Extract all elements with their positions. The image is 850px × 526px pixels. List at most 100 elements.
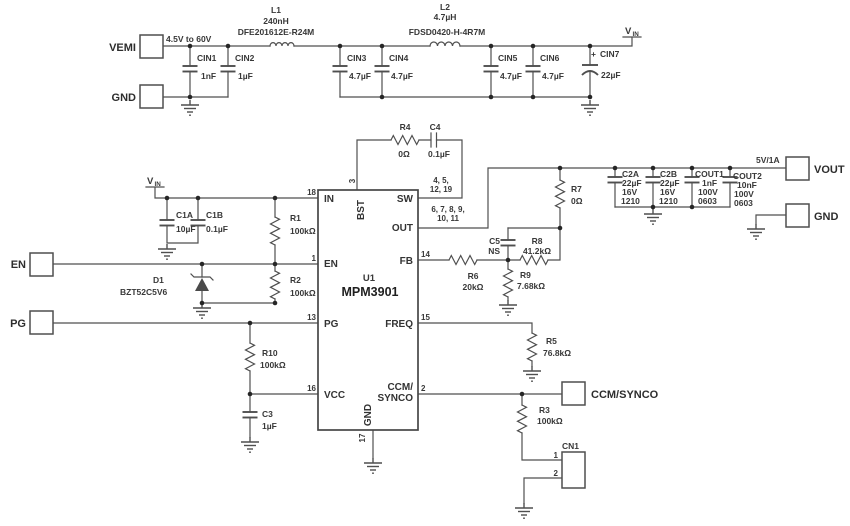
resistor-r7 [554, 179, 566, 209]
label-r6-value: 20kΩ [463, 282, 484, 292]
resistor-r2 [269, 270, 281, 300]
label-r5-ref: R5 [546, 336, 557, 346]
vin-top-label: V [625, 26, 632, 37]
label-c1b-ref: C1B [206, 210, 223, 220]
ic-pin-name-ccm2: SYNCO [377, 393, 413, 404]
terminal-gnd-in-label: GND [112, 92, 137, 104]
label-cin6-value: 4.7µF [542, 71, 564, 81]
label-c1a-value: 10µF [176, 224, 196, 234]
label-r3-ref: R3 [539, 405, 550, 415]
label-cin7-ref: CIN7 [600, 49, 620, 59]
label-cout2-value: 10nF [737, 180, 757, 190]
ic-refdes: U1 [363, 273, 376, 284]
wires [52, 36, 787, 504]
label-cin4-ref: CIN4 [389, 53, 409, 63]
input-range-label: 4.5V to 60V [166, 34, 212, 44]
label-c4-value: 0.1µF [428, 149, 450, 159]
label-c2a-value: 22µF [622, 178, 642, 188]
label-cin1-ref: CIN1 [197, 53, 217, 63]
ic-pin-num-in: 18 [307, 188, 316, 197]
resistor-r1 [269, 216, 281, 246]
label-cin4-value: 4.7µF [391, 71, 413, 81]
terminal-ccm-synco-box [561, 381, 586, 406]
ic-pin-num-ccm: 2 [421, 384, 426, 393]
vin-left-sub: IN [155, 181, 162, 188]
output-rating-label: 5V/1A [756, 155, 780, 165]
label-l1-part: DFE201612E-R24M [238, 27, 315, 37]
label-cin7-polarity: + [591, 49, 596, 59]
ic-pin-name-pg: PG [324, 319, 339, 330]
label-cout2-ref: COUT2 [733, 171, 762, 181]
label-cout1-voltage: 100V [698, 187, 718, 197]
label-r8-ref: R8 [532, 236, 543, 246]
label-c2b-value: 22µF [660, 178, 680, 188]
ic-pin-num-sw-2: 12, 19 [430, 185, 453, 194]
label-d1-part: BZT52C5V6 [120, 287, 168, 297]
ic-pin-name-freq: FREQ [385, 319, 413, 330]
ic-pin-name-in: IN [324, 194, 334, 205]
ic-part-number: MPM3901 [342, 285, 399, 299]
label-cin1-value: 1nF [201, 71, 216, 81]
label-r9-value: 7.68kΩ [517, 281, 545, 291]
capacitor-cin7-polarized [581, 64, 599, 76]
ic-body [317, 189, 419, 431]
capacitor-cin1 [181, 65, 199, 73]
capacitor-c5 [499, 239, 517, 247]
label-c2a-size: 1210 [621, 196, 640, 206]
label-d1-ref: D1 [153, 275, 164, 285]
ic-pin-num-en: 1 [312, 254, 317, 263]
label-cin2-value: 1µF [238, 71, 253, 81]
label-r8-value: 41.2kΩ [523, 246, 551, 256]
label-cout2-size: 0603 [734, 198, 753, 208]
label-c2b-ref: C2B [660, 169, 677, 179]
label-cn1-pin1: 1 [554, 451, 559, 460]
terminal-vemi-label: VEMI [109, 42, 136, 54]
label-r4-value: 0Ω [398, 149, 410, 159]
label-r4-ref: R4 [400, 122, 411, 132]
label-c2b-voltage: 16V [660, 187, 675, 197]
vin-left-label: V [147, 176, 154, 187]
resistor-r3 [516, 404, 528, 434]
terminal-vemi-box [139, 34, 164, 59]
terminal-gnd-in-box [139, 84, 164, 109]
ic-pin-name-en: EN [324, 259, 338, 270]
label-r5-value: 76.8kΩ [543, 348, 571, 358]
ic-pin-name-out: OUT [392, 223, 413, 234]
label-r1-value: 100kΩ [290, 226, 316, 236]
ic-pin-num-fb: 14 [421, 250, 430, 259]
inductor-l2 [429, 41, 461, 47]
terminal-gnd-out-label: GND [814, 211, 839, 223]
resistor-r9 [502, 268, 514, 298]
capacitor-c3 [241, 411, 259, 419]
ic-pin-name-bst: BST [356, 200, 367, 220]
label-cin2-ref: CIN2 [235, 53, 255, 63]
capacitor-cin6 [524, 65, 542, 73]
label-c1a-ref: C1A [176, 210, 193, 220]
label-cout1-value: 1nF [702, 178, 717, 188]
zener-diode-d1 [190, 273, 214, 291]
ic-pin-name-fb: FB [400, 256, 413, 267]
label-cin6-ref: CIN6 [540, 53, 560, 63]
capacitor-cin3 [331, 65, 349, 73]
label-c2b-size: 1210 [659, 196, 678, 206]
ic-pin-num-gnd: 17 [358, 433, 367, 442]
capacitor-cin4 [373, 65, 391, 73]
ic-pin-num-out-2: 10, 11 [437, 214, 459, 223]
label-cn1-ref: CN1 [562, 441, 579, 451]
label-r6-ref: R6 [468, 271, 479, 281]
label-r9-ref: R9 [520, 270, 531, 280]
label-cin3-value: 4.7µF [349, 71, 371, 81]
label-c3-value: 1µF [262, 421, 277, 431]
label-cin7-value: 22µF [601, 70, 621, 80]
label-cout1-ref: COUT1 [695, 169, 724, 179]
ic-pin-num-vcc: 16 [307, 384, 316, 393]
vin-top-sub: IN [633, 31, 640, 38]
label-r3-value: 100kΩ [537, 416, 563, 426]
resistor-r10 [244, 342, 256, 372]
label-r2-value: 100kΩ [290, 288, 316, 298]
label-c2a-ref: C2A [622, 169, 639, 179]
ic-pin-num-sw-1: 4, 5, [433, 176, 449, 185]
inductor-l1 [269, 42, 295, 47]
connector-cn1-box [561, 451, 586, 489]
